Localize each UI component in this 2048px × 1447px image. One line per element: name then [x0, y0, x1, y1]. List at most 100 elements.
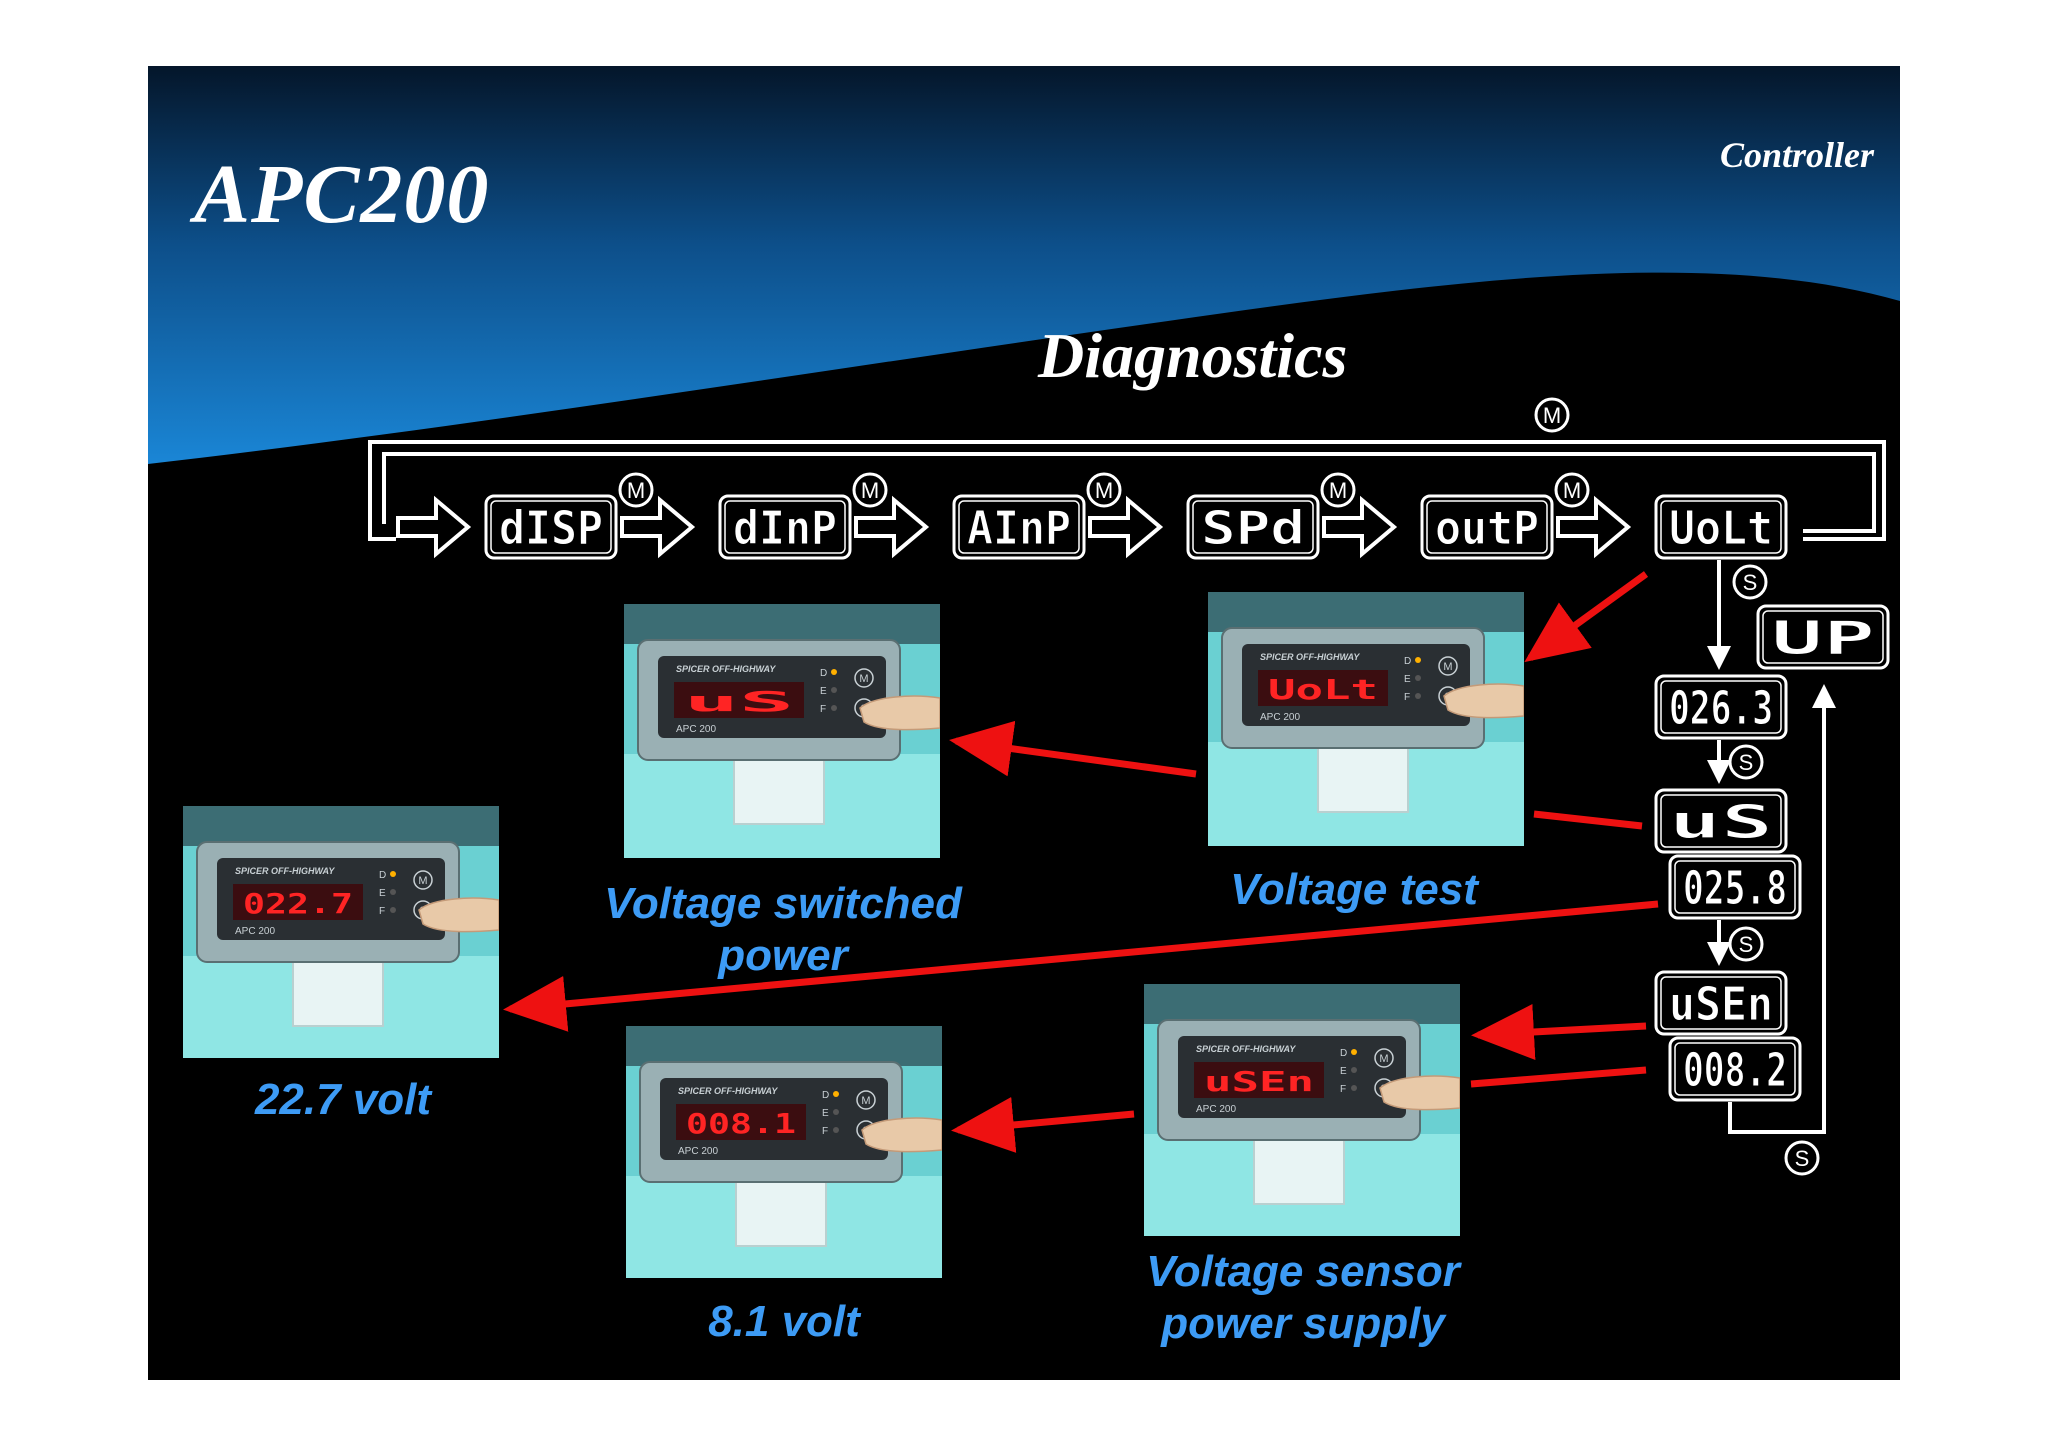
submenu-026-3: 026.3: [1656, 676, 1786, 738]
svg-text:F: F: [822, 1126, 828, 1137]
mode-button-icon: M: [1322, 474, 1354, 506]
caption-voltage-sensor: Voltage sensor power supply: [1123, 1246, 1483, 1350]
svg-text:D: D: [1340, 1048, 1347, 1059]
photo-voltage-test: SPICER OFF-HIGHWAYUoLtAPC 200DEFMS: [1208, 592, 1524, 846]
select-button-icon: S: [1730, 928, 1762, 960]
apc200-device: SPICER OFF-HIGHWAY008.1APC 200DEFMS: [640, 1062, 902, 1182]
svg-text:SPICER OFF-HIGHWAY: SPICER OFF-HIGHWAY: [1196, 1044, 1296, 1054]
svg-text:D: D: [822, 1090, 829, 1101]
menu-display-uolt: UoLt: [1656, 496, 1786, 558]
submenu-up-text: UP: [1771, 611, 1875, 665]
menu-display-disp: dISP: [486, 496, 616, 558]
menu-display-outp: outP: [1422, 496, 1552, 558]
svg-text:APC 200: APC 200: [1196, 1104, 1236, 1115]
photo-22-7-volt: SPICER OFF-HIGHWAY022.7APC 200DEFMS: [183, 806, 499, 1058]
svg-text:S: S: [1795, 1146, 1810, 1171]
submenu-up: UP: [1758, 606, 1888, 668]
svg-text:F: F: [379, 906, 385, 917]
svg-text:E: E: [1340, 1066, 1347, 1077]
svg-text:E: E: [379, 888, 386, 899]
menu-display-uolt-text: UoLt: [1669, 501, 1773, 555]
led-readout: 022.7: [243, 887, 353, 920]
svg-text:M: M: [861, 1095, 870, 1107]
svg-text:M: M: [1563, 478, 1581, 503]
svg-text:SPICER OFF-HIGHWAY: SPICER OFF-HIGHWAY: [678, 1086, 778, 1096]
finger: [860, 696, 940, 730]
mode-button-icon: M: [1088, 474, 1120, 506]
svg-text:M: M: [1095, 478, 1113, 503]
menu-display-disp-text: dISP: [499, 501, 603, 555]
svg-text:E: E: [822, 1108, 829, 1119]
finger: [419, 898, 499, 932]
submenu-008-2-text: 008.2: [1683, 1043, 1787, 1097]
svg-text:E: E: [1404, 674, 1411, 685]
menu-display-spd-text: SPd: [1201, 501, 1305, 555]
svg-text:APC 200: APC 200: [235, 926, 275, 937]
menu-arrow-2: [1090, 500, 1160, 554]
svg-text:M: M: [859, 673, 868, 685]
svg-text:D: D: [379, 870, 386, 881]
select-button-icon: S: [1734, 566, 1766, 598]
submenu-025-8: 025.8: [1670, 856, 1800, 918]
apc200-device: SPICER OFF-HIGHWAYUoLtAPC 200DEFMS: [1222, 628, 1484, 748]
svg-text:M: M: [1543, 403, 1561, 428]
apc200-device: SPICER OFF-HIGHWAY022.7APC 200DEFMS: [197, 842, 459, 962]
photo-8-1-volt: SPICER OFF-HIGHWAY008.1APC 200DEFMS: [626, 1026, 942, 1278]
mode-button-icon: M: [620, 474, 652, 506]
finger: [1380, 1076, 1460, 1110]
mode-button-icon: M: [1536, 399, 1568, 431]
svg-text:M: M: [1329, 478, 1347, 503]
svg-text:S: S: [1743, 570, 1758, 595]
finger: [1444, 684, 1524, 718]
menu-arrow-1: [856, 500, 926, 554]
menu-arrow-start: [398, 500, 468, 554]
svg-text:M: M: [1379, 1053, 1388, 1065]
led-readout: uS: [684, 685, 794, 718]
menu-display-dinp-text: dInP: [733, 501, 837, 555]
svg-text:M: M: [1443, 661, 1452, 673]
submenu-026-3-text: 026.3: [1669, 681, 1773, 735]
svg-text:M: M: [861, 478, 879, 503]
svg-text:SPICER OFF-HIGHWAY: SPICER OFF-HIGHWAY: [1260, 652, 1360, 662]
submenu-usen-text: uSEn: [1669, 977, 1773, 1031]
apc200-device: SPICER OFF-HIGHWAYuSAPC 200DEFMS: [638, 640, 900, 760]
mode-button-icon: M: [854, 474, 886, 506]
svg-text:APC 200: APC 200: [676, 724, 716, 735]
submenu-us: uS: [1656, 790, 1786, 852]
svg-text:F: F: [820, 704, 826, 715]
caption-voltage-test: Voltage test: [1194, 864, 1514, 916]
select-button-icon: S: [1730, 746, 1762, 778]
led-readout: 008.1: [686, 1107, 796, 1140]
submenu-us-text: uS: [1669, 795, 1773, 849]
caption-8-1-volt: 8.1 volt: [634, 1296, 934, 1348]
menu-arrow-3: [1324, 500, 1394, 554]
select-button-icon: S: [1786, 1142, 1818, 1174]
svg-text:E: E: [820, 686, 827, 697]
submenu-025-8-text: 025.8: [1683, 861, 1787, 915]
apc200-device: SPICER OFF-HIGHWAYuSEnAPC 200DEFMS: [1158, 1020, 1420, 1140]
led-readout: uSEn: [1204, 1065, 1314, 1098]
slide: APC200 Controller Diagnostics M dISPMdIn…: [148, 66, 1900, 1380]
submenu-008-2: 008.2: [1670, 1038, 1800, 1100]
menu-display-dinp: dInP: [720, 496, 850, 558]
svg-text:APC 200: APC 200: [1260, 712, 1300, 723]
menu-display-ainp: AInP: [954, 496, 1084, 558]
submenu-usen: uSEn: [1656, 972, 1786, 1034]
mode-button-icon: M: [1556, 474, 1588, 506]
svg-text:SPICER OFF-HIGHWAY: SPICER OFF-HIGHWAY: [676, 664, 776, 674]
led-readout: UoLt: [1268, 673, 1378, 706]
photo-voltage-sensor: SPICER OFF-HIGHWAYuSEnAPC 200DEFMS: [1144, 984, 1460, 1236]
menu-display-ainp-text: AInP: [967, 501, 1071, 555]
menu-display-outp-text: outP: [1435, 501, 1539, 555]
svg-text:D: D: [820, 668, 827, 679]
caption-voltage-switched: Voltage switched power: [580, 878, 986, 982]
svg-text:F: F: [1404, 692, 1410, 703]
svg-text:S: S: [1739, 750, 1754, 775]
menu-flow-diagram: M dISPMdInPMAInPMSPdMoutPMUoLt UP026.3uS…: [148, 66, 1900, 1380]
svg-text:M: M: [627, 478, 645, 503]
menu-arrow-4: [1558, 500, 1628, 554]
svg-text:F: F: [1340, 1084, 1346, 1095]
svg-text:D: D: [1404, 656, 1411, 667]
photo-voltage-switched: SPICER OFF-HIGHWAYuSAPC 200DEFMS: [624, 604, 940, 858]
caption-22-7-volt: 22.7 volt: [193, 1074, 493, 1126]
